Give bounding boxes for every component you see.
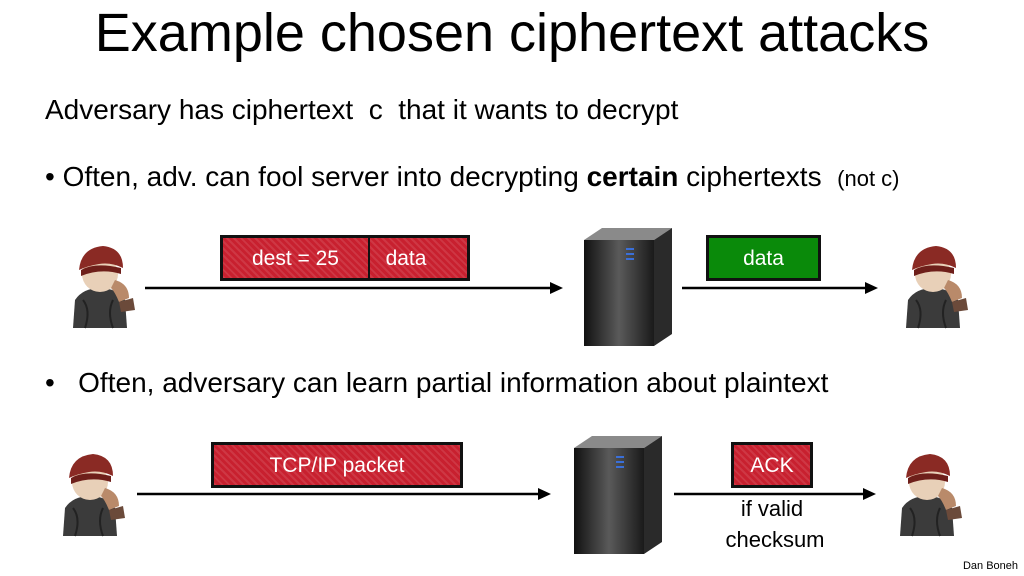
ciphertext-packet-1: dest = 25 data [220,235,470,281]
arrow-from-server-2 [674,488,876,500]
server-icon [574,436,662,554]
bullet-2-text: Often, adversary can learn partial infor… [78,367,829,398]
server-icon [584,228,672,346]
ack-output: ACK [731,442,813,488]
bullet-1: • Often, adv. can fool server into decry… [45,161,900,193]
arrow-to-server-2 [137,488,551,500]
arrow-to-server-1 [145,282,563,294]
slide-title: Example chosen ciphertext attacks [94,3,930,63]
adversary-icon [73,246,135,329]
arrow-from-server-1 [682,282,878,294]
bullet-1-note: (not c) [837,166,900,191]
bullet-1-bold: certain [586,161,679,192]
adversary-icon [900,454,962,537]
bullet-marker: • [45,367,55,398]
output-data-label: data [743,247,784,270]
condition-line-2: checksum [725,527,825,552]
plaintext-output-1: data [706,235,821,281]
adversary-icon [63,454,125,537]
packet-dest-field: dest = 25 [252,247,339,270]
ack-label: ACK [750,454,794,477]
adversary-icon [906,246,968,329]
bullet-2: • Often, adversary can learn partial inf… [45,367,828,399]
packet-field-divider [368,238,370,278]
author-footer: Dan Boneh [962,560,1018,572]
condition-line-1: if valid [740,496,804,521]
bullet-marker: • [45,161,55,192]
packet-data-field: data [385,247,427,270]
bullet-1-text-after: ciphertexts [678,161,838,192]
ciphertext-packet-2: TCP/IP packet [211,442,463,488]
intro-line: Adversary has ciphertext c that it wants… [45,94,679,125]
bullet-1-text-before: Often, adv. can fool server into decrypt… [62,161,587,192]
packet-label: TCP/IP packet [269,454,405,477]
